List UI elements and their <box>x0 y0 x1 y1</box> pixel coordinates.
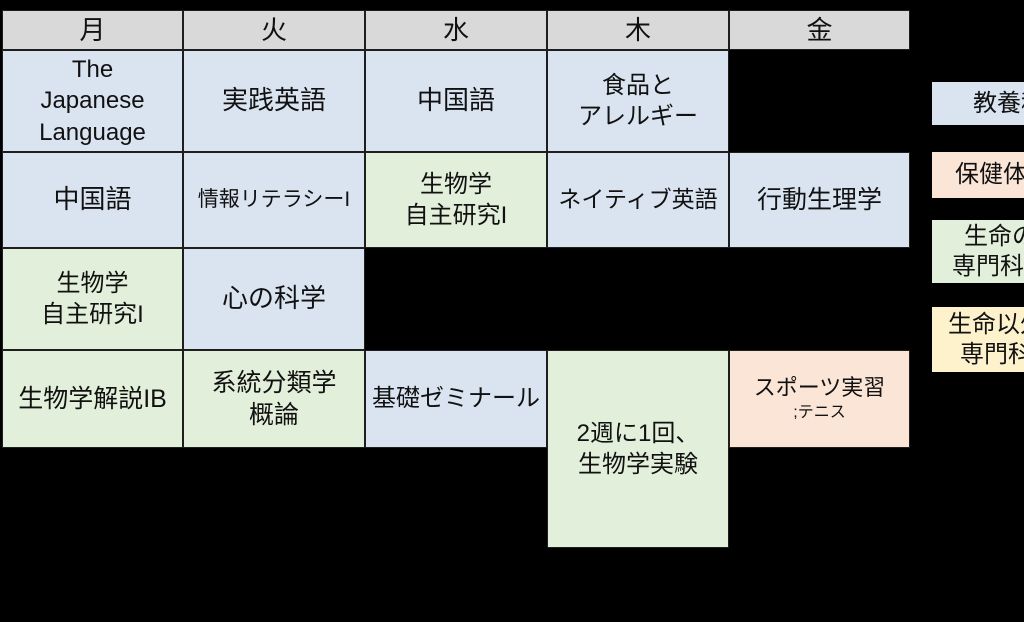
legend-item: 生命の専門科目 <box>932 220 1024 283</box>
course-label: 2週に1回、 <box>576 419 700 447</box>
course-label: 概論 <box>248 401 299 429</box>
day-header: 木 <box>547 10 729 50</box>
day-header: 月 <box>2 10 183 50</box>
course-label: スポーツ実習 <box>753 375 886 401</box>
course-label: 中国語 <box>53 184 132 215</box>
course-sublabel: ;テニス <box>793 403 846 421</box>
course-cell: 食品とアレルギー <box>547 50 729 152</box>
course-label: 心の科学 <box>221 283 326 314</box>
course-label: 実践英語 <box>221 85 326 116</box>
course-label: 基礎ゼミナール <box>372 385 540 413</box>
legend-label: 保健体育 <box>955 161 1024 189</box>
course-label: 行動生理学 <box>756 185 882 214</box>
legend-label: 生命の <box>964 223 1024 251</box>
course-cell: 実践英語 <box>183 50 365 152</box>
course-cell: 中国語 <box>365 50 547 152</box>
course-label: 生物学実験 <box>578 451 698 478</box>
legend-item: 生命以外の専門科目 <box>932 307 1024 372</box>
course-cell: 生物学自主研究I <box>2 248 183 350</box>
day-header: 火 <box>183 10 365 50</box>
course-cell: 2週に1回、生物学実験 <box>547 350 729 548</box>
course-cell: 生物学解説IB <box>2 350 183 448</box>
course-label: 系統分類学 <box>211 368 337 397</box>
course-label: 自主研究I <box>404 202 508 229</box>
legend-label: 専門科目 <box>952 252 1024 280</box>
course-label: The <box>71 56 114 84</box>
course-label: 食品と <box>602 71 674 99</box>
course-cell: 生物学自主研究I <box>365 152 547 248</box>
course-label: Language <box>39 118 146 146</box>
legend-label: 専門科目 <box>960 340 1024 368</box>
legend-item: 保健体育 <box>932 152 1024 198</box>
course-cell: 心の科学 <box>183 248 365 350</box>
legend-label: 生命以外の <box>948 311 1024 339</box>
course-label: 生物学 <box>420 170 492 198</box>
course-cell: ネイティブ英語 <box>547 152 729 248</box>
course-label: 生物学解説IB <box>18 384 167 413</box>
course-label: ネイティブ英語 <box>558 186 718 213</box>
course-cell: 系統分類学概論 <box>183 350 365 448</box>
course-label: 生物学 <box>56 269 129 297</box>
course-label: アレルギー <box>578 103 698 130</box>
day-header: 金 <box>729 10 910 50</box>
course-label: 中国語 <box>416 85 495 116</box>
course-cell: 情報リテラシーI <box>183 152 365 248</box>
course-cell: 基礎ゼミナール <box>365 350 547 448</box>
course-cell: 行動生理学 <box>729 152 910 248</box>
course-label: 情報リテラシーI <box>197 188 351 212</box>
course-cell: スポーツ実習 ;テニス <box>729 350 910 448</box>
course-label: Japanese <box>40 87 145 115</box>
course-label: 自主研究I <box>41 301 144 328</box>
legend-label: 教養科目 <box>973 89 1024 117</box>
legend-item: 教養科目 <box>932 82 1024 125</box>
day-header: 水 <box>365 10 547 50</box>
course-cell: 中国語 <box>2 152 183 248</box>
